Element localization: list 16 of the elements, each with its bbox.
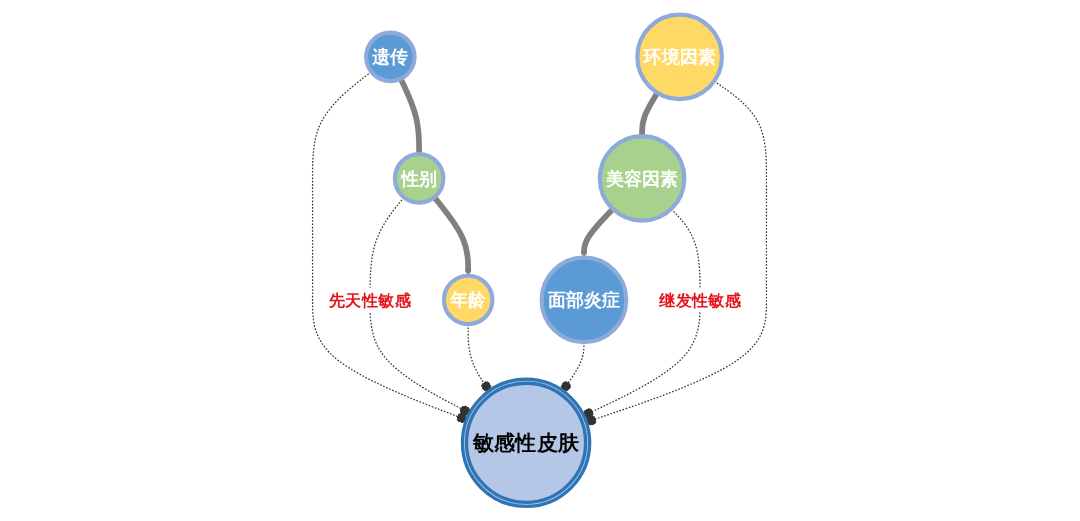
connector — [583, 208, 702, 419]
edge-label: 先天性敏感 — [329, 290, 412, 310]
connector — [369, 196, 471, 416]
node-circle: 敏感性皮肤 — [461, 377, 592, 509]
node-circle: 遗传 — [364, 30, 418, 84]
arrow — [580, 206, 616, 258]
connector — [639, 91, 661, 137]
arrow — [432, 195, 473, 276]
connector — [312, 71, 468, 423]
edge-label: 继发性敏感 — [659, 290, 742, 310]
connector — [586, 80, 768, 426]
node-circle: 美容因素 — [598, 134, 687, 223]
node-circle: 环境因素 — [635, 12, 725, 102]
node-circle: 性别 — [393, 152, 446, 205]
node-circle: 面部炎症 — [540, 255, 629, 345]
node-circle: 年龄 — [442, 273, 495, 327]
